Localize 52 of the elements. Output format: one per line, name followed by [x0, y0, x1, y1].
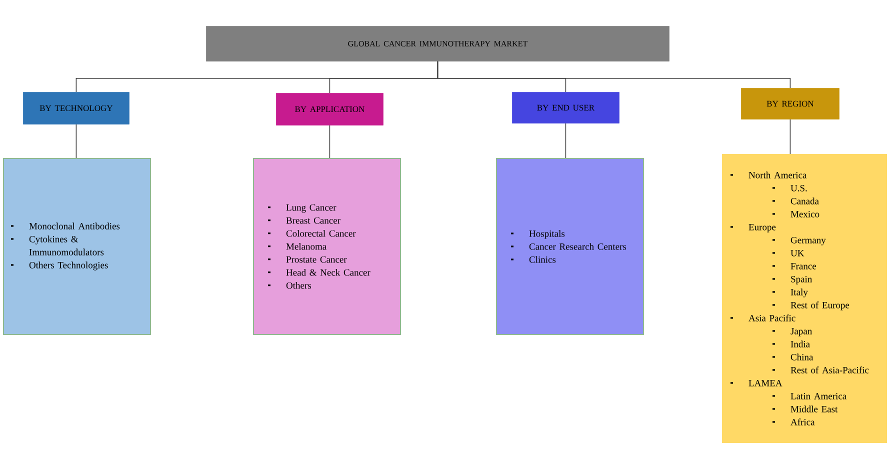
list-box [3, 158, 151, 335]
category-box [512, 92, 620, 124]
list-item: Germany [772, 236, 826, 246]
list-item: Clinics [511, 256, 556, 263]
connector-line [329, 125, 330, 158]
heading-text: BY REGION [766, 100, 814, 107]
connector-line [76, 124, 77, 158]
connector-line [565, 123, 566, 158]
list-box [496, 158, 644, 335]
list-item: Others [268, 282, 311, 289]
list-item: UK [772, 250, 804, 256]
list-item: Cancer Research Centers [511, 243, 626, 250]
list-item: Head & Neck Cancer [268, 269, 370, 276]
category-box [206, 26, 670, 62]
list-item: Spain [772, 276, 812, 284]
list-item: Japan [772, 328, 812, 336]
heading-text: BY END USER [537, 104, 595, 111]
connector-line [790, 119, 791, 154]
category-box [276, 93, 384, 126]
list-item: Asia Pacific [730, 314, 796, 322]
list-item: Prostate Cancer [268, 256, 347, 263]
list-box [722, 154, 887, 443]
list-item: Breast Cancer [268, 217, 340, 224]
list-box [253, 158, 401, 335]
list-item: Canada [772, 198, 819, 204]
heading-text: BY TECHNOLOGY [40, 105, 113, 112]
list-item: LAMEA [730, 380, 782, 386]
list-item: France [772, 263, 816, 270]
heading-text: GLOBAL CANCER IMMUNOTHERAPY MARKET [348, 41, 528, 46]
connector-line [437, 61, 791, 88]
category-box [741, 88, 840, 120]
list-item: Africa [772, 418, 815, 426]
list-item: Rest of Asia-Pacific [772, 366, 869, 374]
list-item: North America [730, 172, 807, 178]
list-item: Middle East [772, 406, 838, 412]
list-item: China [772, 354, 814, 360]
category-box [23, 92, 130, 124]
list-item: Others Technologies [11, 262, 108, 270]
list-item: Cytokines & Immunomodulators [11, 236, 104, 256]
list-item: Colorectal Cancer [268, 230, 356, 237]
list-item: Monoclonal Antibodies [11, 222, 120, 230]
list-item: Melanoma [268, 243, 327, 250]
list-item: Italy [772, 288, 808, 298]
list-item: Rest of Europe [772, 302, 850, 310]
list-item: Lung Cancer [268, 204, 336, 213]
list-item: Hospitals [511, 230, 565, 239]
list-item: India [772, 340, 810, 348]
list-item: U.S. [772, 184, 807, 192]
list-item: Latin America [772, 392, 846, 400]
heading-text: BY APPLICATION [295, 106, 364, 112]
list-item: Europe [730, 224, 776, 232]
list-item: Mexico [772, 210, 820, 218]
